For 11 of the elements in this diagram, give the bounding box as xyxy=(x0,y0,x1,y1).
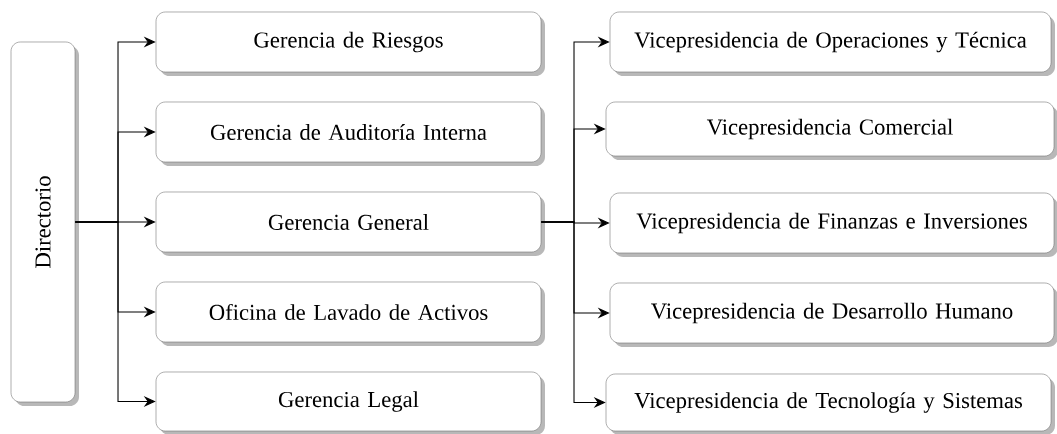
org-box: Vicepresidencia Comercial xyxy=(605,101,1057,160)
org-box: Vicepresidencia de Tecnología y Sistemas xyxy=(605,373,1055,434)
org-box: Oficina de Lavado de Activos xyxy=(155,281,545,346)
org-box: Gerencia General xyxy=(155,191,545,256)
org-box: Vicepresidencia de Finanzas e Inversiones xyxy=(609,192,1057,257)
org-box: Directorio xyxy=(10,41,79,406)
org-box: Vicepresidencia de Desarrollo Humano xyxy=(609,282,1057,347)
org-box: Gerencia Legal xyxy=(155,371,545,434)
org-box: Gerencia de Auditoría Interna xyxy=(155,101,545,166)
org-box: Gerencia de Riesgos xyxy=(155,11,545,76)
org-box: Vicepresidencia de Operaciones y Técnica xyxy=(609,11,1055,76)
